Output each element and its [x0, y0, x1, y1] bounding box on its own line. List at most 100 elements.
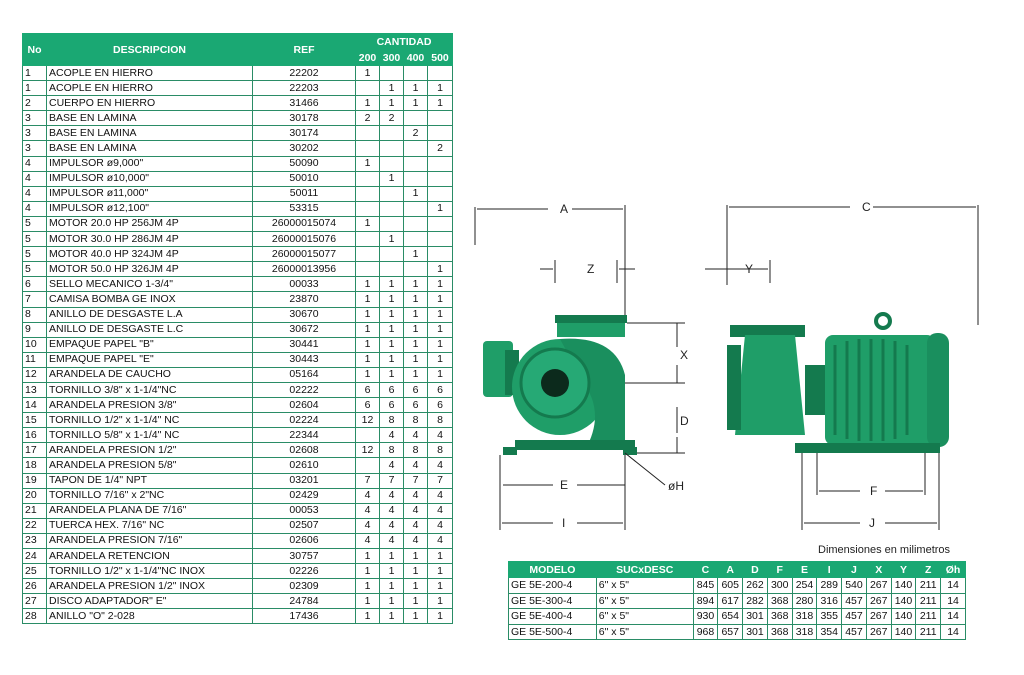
- part-qty: 1: [426, 366, 454, 383]
- part-description: ANILLO DE DESGASTE L.C: [46, 321, 253, 338]
- part-ref: 26000015077: [252, 246, 356, 263]
- part-qty: 1: [379, 276, 404, 293]
- part-description: SELLO MECANICO 1-3/4": [46, 276, 253, 293]
- part-qty: 1: [355, 578, 380, 595]
- part-qty: 4: [403, 502, 428, 519]
- part-qty: 1: [355, 336, 380, 353]
- part-description: ACOPLE EN HIERRO: [46, 64, 253, 82]
- part-qty: 1: [355, 366, 380, 383]
- part-qty: 1: [426, 80, 454, 97]
- part-qty: 4: [426, 457, 454, 474]
- part-ref: 50090: [252, 155, 356, 172]
- dimensions-cell: 267: [865, 577, 892, 594]
- part-qty: 1: [403, 246, 428, 263]
- part-qty: 1: [403, 547, 428, 565]
- part-qty: 1: [355, 95, 380, 112]
- part-qty: 1: [403, 351, 428, 368]
- part-qty: 1: [355, 155, 380, 172]
- part-qty: 1: [403, 578, 428, 595]
- dimensions-header-cell: Y: [890, 561, 917, 578]
- dimensions-cell: 267: [865, 592, 892, 610]
- part-no: 3: [22, 140, 47, 157]
- dimensions-cell: 316: [816, 592, 843, 610]
- part-qty: [426, 64, 454, 82]
- part-qty: 1: [426, 336, 454, 353]
- dimensions-cell: 300: [766, 577, 793, 594]
- part-qty: 7: [426, 472, 454, 489]
- part-no: 21: [22, 502, 47, 519]
- dimensions-cell: GE 5E-300-4: [508, 592, 597, 610]
- part-qty: 4: [403, 532, 428, 550]
- motor-fan-cover: [927, 333, 949, 447]
- dimensions-cell: 930: [692, 608, 719, 625]
- dimensions-cell: 605: [717, 577, 744, 594]
- part-qty: [355, 185, 380, 202]
- part-qty: [426, 170, 454, 187]
- part-description: EMPAQUE PAPEL "E": [46, 351, 253, 368]
- part-qty: 1: [379, 231, 404, 248]
- part-qty: 4: [379, 457, 404, 474]
- part-description: ARANDELA PLANA DE 7/16": [46, 502, 253, 519]
- part-ref: 53315: [252, 200, 356, 217]
- part-description: IMPULSOR ø9,000": [46, 155, 253, 172]
- part-description: MOTOR 20.0 HP 256JM 4P: [46, 215, 253, 233]
- dimensions-cell: 968: [692, 623, 719, 641]
- part-qty: 1: [379, 608, 404, 625]
- part-description: ACOPLE EN HIERRO: [46, 80, 253, 97]
- dimensions-cell: 282: [742, 592, 768, 610]
- dim-label-e: E: [560, 478, 568, 492]
- part-no: 28: [22, 608, 47, 625]
- part-qty: 1: [355, 306, 380, 323]
- part-qty: [355, 246, 380, 263]
- part-qty: 1: [355, 563, 380, 580]
- dimension-labels: A C Z Y X D E F I J øH: [560, 200, 877, 530]
- part-ref: 30757: [252, 547, 356, 565]
- part-no: 7: [22, 291, 47, 308]
- part-ref: 22344: [252, 427, 356, 444]
- part-ref: 50010: [252, 170, 356, 187]
- part-description: TUERCA HEX. 7/16" NC: [46, 517, 253, 534]
- part-qty: 1: [379, 291, 404, 308]
- part-qty: 1: [355, 547, 380, 565]
- part-description: TORNILLO 1/2" x 1-1/4" NC: [46, 412, 253, 429]
- part-qty: 6: [426, 381, 454, 399]
- dimensions-header-cell: SUCxDESC: [595, 561, 694, 578]
- part-qty: 1: [355, 215, 380, 233]
- part-ref: 23870: [252, 291, 356, 308]
- dimensions-caption: Dimensiones en milimetros: [818, 544, 951, 556]
- part-ref: 00053: [252, 502, 356, 519]
- part-no: 5: [22, 246, 47, 263]
- part-qty: 1: [403, 563, 428, 580]
- part-ref: 02222: [252, 381, 356, 399]
- dimensions-cell: 254: [791, 577, 818, 594]
- dimensions-header-cell: MODELO: [508, 561, 597, 578]
- part-qty: [355, 80, 380, 97]
- part-qty: [355, 427, 380, 444]
- part-qty: [379, 200, 404, 217]
- part-ref: 26000013956: [252, 261, 356, 278]
- part-qty: 4: [426, 517, 454, 534]
- dim-label-x: X: [680, 348, 688, 362]
- part-qty: 1: [403, 366, 428, 383]
- part-qty: 4: [379, 532, 404, 550]
- part-qty: 1: [426, 261, 454, 278]
- dimensions-cell: 140: [890, 577, 917, 594]
- part-description: IMPULSOR ø11,000": [46, 185, 253, 202]
- part-no: 4: [22, 155, 47, 172]
- part-ref: 26000015074: [252, 215, 356, 233]
- part-qty: 1: [403, 95, 428, 112]
- header-quantity: CANTIDAD: [354, 33, 454, 51]
- side-base: [795, 443, 940, 453]
- dim-label-d: D: [680, 414, 689, 428]
- part-qty: 1: [403, 80, 428, 97]
- part-description: IMPULSOR ø12,100": [46, 200, 253, 217]
- dimensions-cell: 301: [742, 623, 768, 641]
- part-ref: 02309: [252, 578, 356, 595]
- dimensions-cell: 368: [766, 608, 793, 625]
- part-qty: 1: [426, 563, 454, 580]
